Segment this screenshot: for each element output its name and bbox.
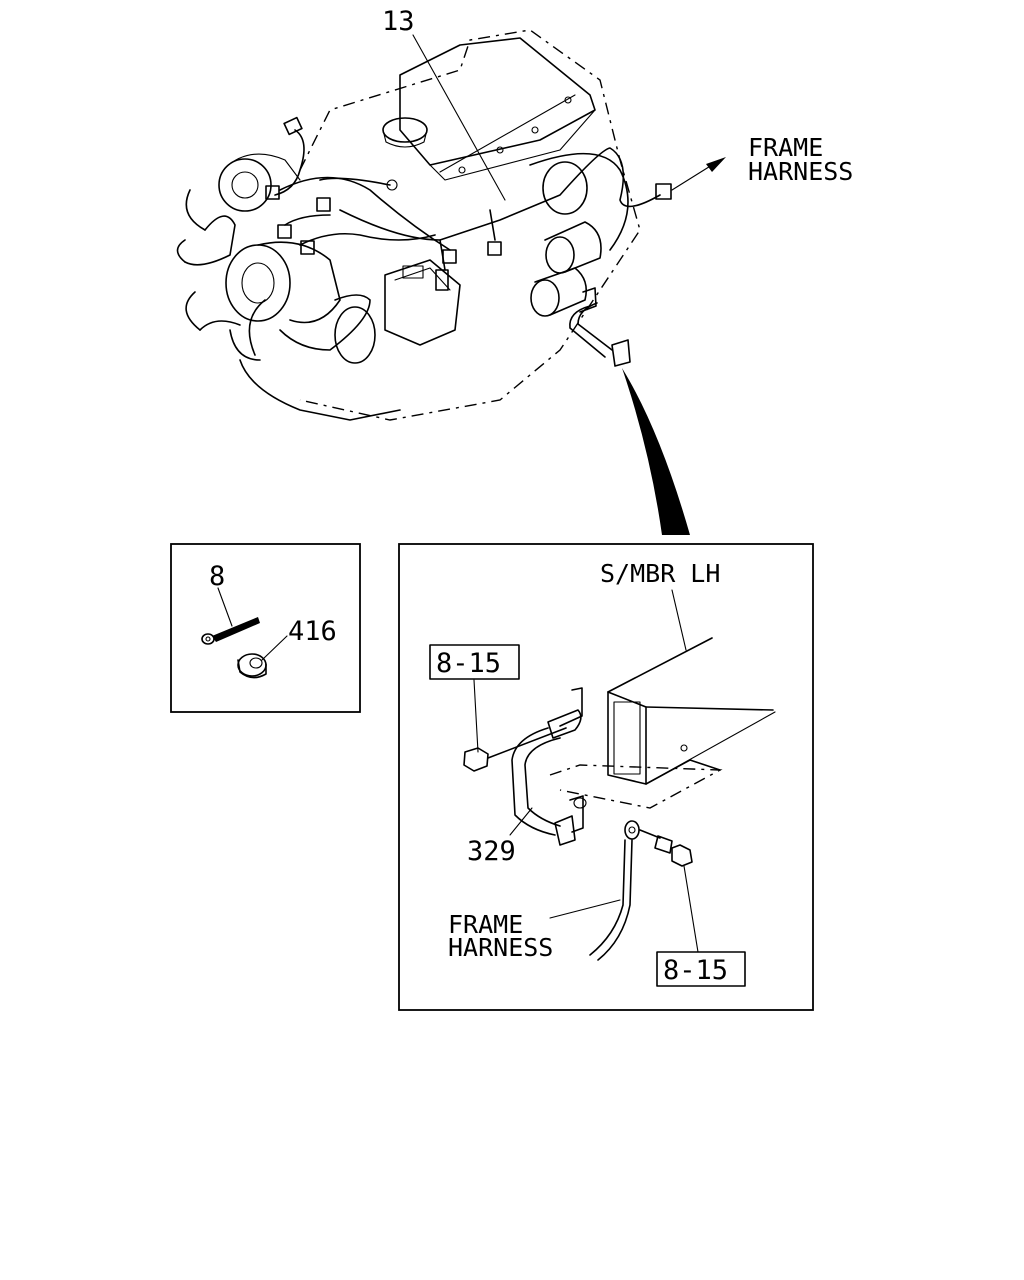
label-engine-harness: 13 [382, 6, 415, 37]
arrow-icon [706, 157, 726, 172]
ground-detail-box: S/MBR LH 8-15 329 FRAME HARNESS 8- [398, 543, 814, 1011]
label-ref-lower: 8-15 [663, 955, 728, 986]
label-ref-upper: 8-15 [436, 648, 501, 679]
label-terminal: 8 [209, 561, 225, 592]
terminal-lead [212, 617, 260, 642]
ref-box-lower [656, 951, 746, 987]
label-ground-cable: 329 [467, 836, 516, 867]
label-frame-harness-top-2: HARNESS [748, 157, 853, 186]
label-frame-harness-detail-1: FRAME [448, 910, 523, 939]
label-frame-harness-top-1: FRAME [748, 133, 823, 162]
callout-pointer [622, 368, 690, 535]
label-frame-harness-detail-2: HARNESS [448, 933, 553, 962]
engine-assembly [176, 29, 672, 421]
label-side-member: S/MBR LH [600, 559, 720, 588]
label-nut: 416 [288, 616, 337, 647]
frame-harness-connector [655, 183, 672, 200]
terminal-detail-box: 8 416 [170, 543, 361, 713]
bolt-upper [463, 747, 489, 772]
bolt-lower [671, 844, 693, 867]
ref-box-upper [429, 644, 520, 680]
